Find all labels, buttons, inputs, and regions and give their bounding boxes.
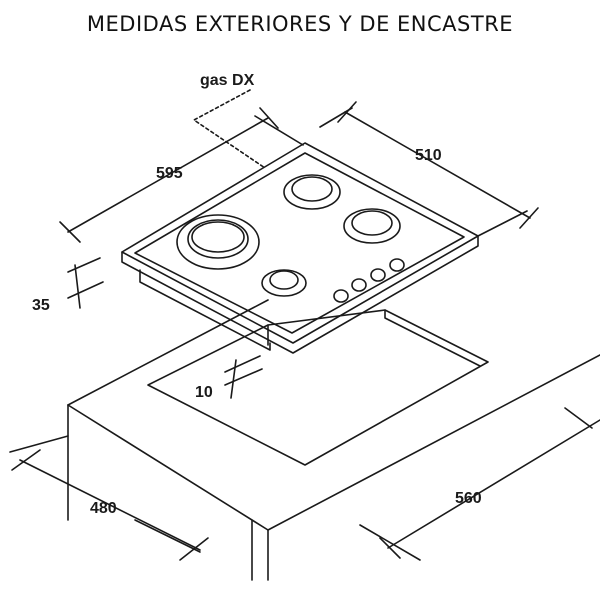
label-480: 480 bbox=[90, 500, 117, 517]
cutout-opening bbox=[147, 309, 489, 466]
label-10: 10 bbox=[195, 384, 213, 401]
label-595: 595 bbox=[156, 165, 183, 182]
dimension-10 bbox=[224, 355, 263, 399]
label-510: 510 bbox=[415, 147, 442, 164]
label-35: 35 bbox=[32, 297, 50, 314]
burner-large bbox=[176, 214, 260, 270]
label-560: 560 bbox=[455, 490, 482, 507]
dimension-480 bbox=[9, 435, 209, 561]
dimension-560 bbox=[359, 407, 600, 561]
burner-right bbox=[343, 208, 401, 244]
gas-leader bbox=[193, 89, 266, 169]
label-gas-dx: gas DX bbox=[200, 72, 255, 89]
dimension-35 bbox=[67, 257, 104, 309]
dimension-510 bbox=[319, 101, 539, 237]
page-title: MEDIDAS EXTERIORES Y DE ENCASTRE bbox=[86, 12, 514, 36]
burner-front bbox=[261, 269, 307, 297]
control-knobs bbox=[333, 258, 405, 303]
dimension-595 bbox=[59, 107, 304, 243]
burner-rear bbox=[283, 174, 341, 210]
burners bbox=[176, 174, 401, 297]
countertop bbox=[67, 299, 600, 581]
